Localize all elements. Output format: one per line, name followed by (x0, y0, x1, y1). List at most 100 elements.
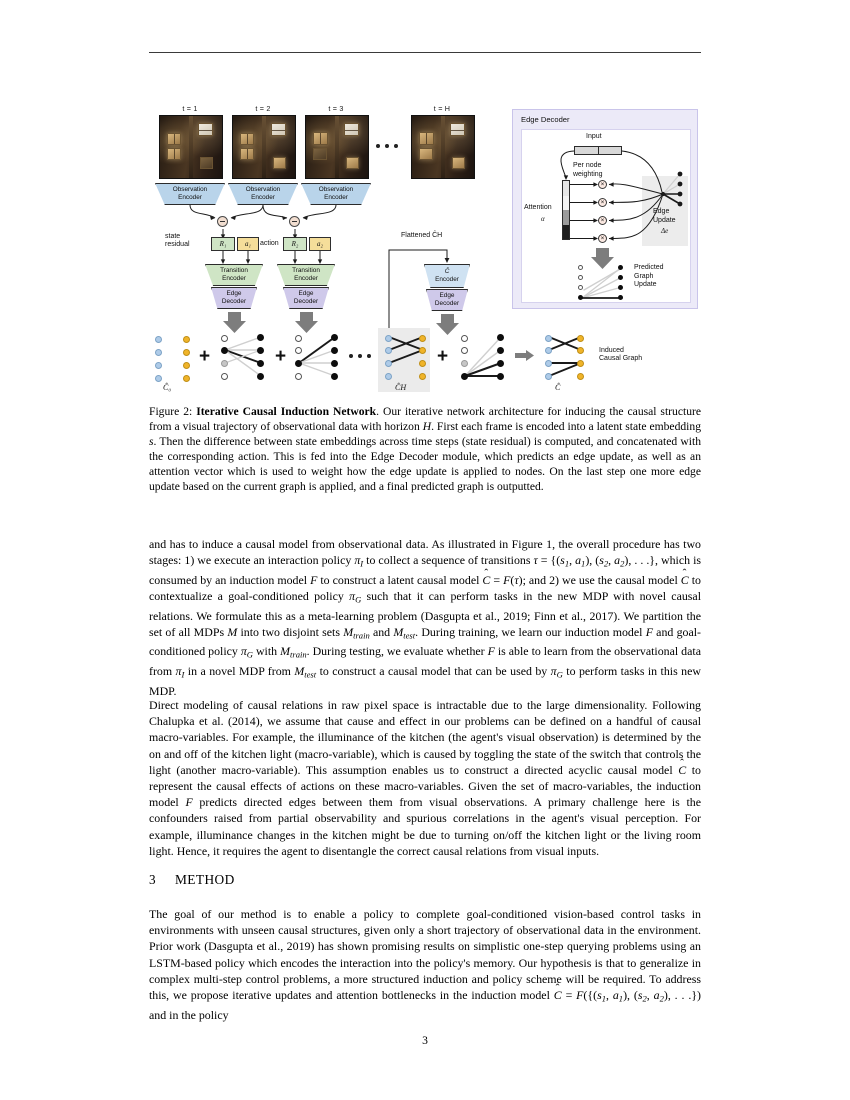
edge-update-graph-2 (298, 336, 336, 377)
graph-node-gold (419, 360, 426, 367)
frame-panel (313, 148, 327, 161)
inset-input-label: Input (586, 133, 602, 140)
inset-edge-update-label: Edge Update (653, 208, 676, 225)
graph-node-black (257, 334, 264, 341)
obs-enc-line2: Encoder (324, 194, 348, 201)
flattened-label: Flattened ĈH (401, 232, 443, 239)
edge-dec-line1: Edge (439, 292, 455, 300)
c-encoder-label: Encoder (435, 276, 459, 283)
induced-line1: Induced (599, 347, 624, 354)
tran-enc-line1: Transition (220, 267, 248, 275)
ellipsis-graphs (349, 354, 371, 358)
caption-label: Figure 2: (149, 405, 193, 418)
residual-box-2: R₂ (283, 237, 307, 251)
graph-node-black (257, 373, 264, 380)
predicted-line2: Graph (634, 272, 654, 280)
page-number: 3 (422, 1034, 428, 1047)
frame-panel (198, 123, 213, 136)
state-residual-label: state residual (165, 233, 190, 250)
figure-connectors (189, 204, 450, 340)
predicted-node-black (618, 295, 624, 301)
frame-panel (313, 132, 328, 145)
graph-node-hollow (461, 347, 468, 354)
predicted-line1: Predicted (634, 264, 664, 271)
tran-enc-line2: Encoder (294, 275, 318, 282)
edge-dec-line1: Edge (298, 290, 314, 298)
graph-node-black (497, 360, 504, 367)
input-bar (574, 146, 622, 155)
edge-update-graph-1 (224, 336, 262, 377)
graph-node-hollow (461, 335, 468, 342)
graph-node-blue (385, 373, 392, 380)
graph-node-gold (419, 373, 426, 380)
residual-box-1: R₁ (211, 237, 235, 251)
graph-node-hollow (221, 373, 228, 380)
edge-dec-line2: Decoder (434, 300, 460, 307)
section-number: 3 (149, 872, 156, 887)
predicted-node-black (618, 275, 624, 281)
subtract-operator-2 (289, 216, 300, 227)
induced-causal-graph-label: Induced Causal Graph (599, 347, 642, 364)
graph-node-black (497, 347, 504, 354)
state-residual-line1: state (165, 233, 181, 240)
frame-pillar (189, 116, 193, 178)
multiply-node-3: × (598, 216, 607, 225)
graph-node-gold (183, 375, 190, 382)
frame-panel (240, 133, 254, 146)
multiply-node-2: × (598, 198, 607, 207)
figure-caption: Figure 2: Iterative Causal Induction Net… (149, 404, 701, 495)
frame-panel (167, 133, 181, 146)
induced-line2: Causal Graph (599, 355, 643, 363)
graph-label-c: Ĉ (555, 383, 561, 392)
graph-node-blue (155, 375, 162, 382)
multiply-node-1: × (598, 180, 607, 189)
plus-operator-3: + (437, 346, 449, 367)
graph-node-black (331, 334, 338, 341)
graph-node-black (497, 373, 504, 380)
graph-node-black (331, 373, 338, 380)
action-label: action (260, 240, 279, 247)
graph-node-gold (577, 373, 584, 380)
state-residual-line2: residual (165, 241, 190, 249)
inset-per-node-label: Per node weighting (573, 162, 603, 179)
edge-dec-line1: Edge (226, 290, 242, 298)
frame-panel (419, 132, 434, 145)
observation-frame-1 (159, 115, 223, 179)
attention-bar (562, 180, 570, 240)
graph-node-gold (419, 347, 426, 354)
figure-big-arrows (223, 312, 459, 335)
graph-node-black (331, 347, 338, 354)
figure-canvas: t = 1 t = 2 t = 3 t = H (149, 104, 701, 392)
caption-text: . Our iterative network architecture for… (149, 405, 701, 494)
timeline-label-t1: t = 1 (182, 104, 198, 113)
frame-panel (345, 156, 360, 170)
graph-node-blue (545, 360, 552, 367)
graph-node-gold (577, 335, 584, 342)
tran-enc-line2: Encoder (222, 275, 246, 282)
graph-node-blue (155, 362, 162, 369)
graph-label-c0: Ĉ₀ (163, 383, 172, 392)
graph-node-gold (183, 349, 190, 356)
inset-title: Edge Decoder (521, 115, 570, 124)
graph-node-black (331, 360, 338, 367)
predicted-node-black (618, 265, 624, 271)
graph-node-hollow (295, 373, 302, 380)
paragraph-2: Direct modeling of causal relations in r… (149, 697, 701, 859)
graph-node-blue (385, 335, 392, 342)
graph-node-blue (545, 373, 552, 380)
graph-node-black (257, 347, 264, 354)
frame-panel (271, 123, 286, 136)
timeline-label-tH: t = H (433, 104, 451, 113)
inset-predicted-label: Predicted Graph Update (634, 264, 664, 290)
frame-panel (344, 123, 359, 136)
frame-panel (450, 123, 465, 136)
plus-operator-2: + (275, 346, 287, 367)
predicted-node-hollow (578, 265, 584, 271)
graph-node-hollow (221, 335, 228, 342)
graph-node-blue (545, 347, 552, 354)
edge-update-line1: Edge (653, 208, 670, 215)
timeline-label-t3: t = 3 (328, 104, 344, 113)
